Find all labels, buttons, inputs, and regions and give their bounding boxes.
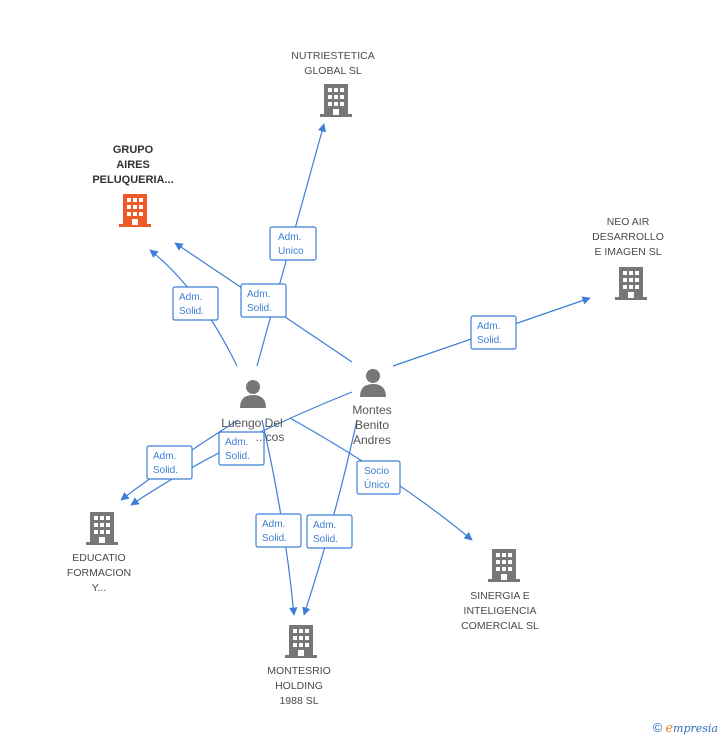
building-icon [615, 267, 647, 300]
company-node-neoair[interactable]: NEO AIR DESARROLLO E IMAGEN SL [592, 216, 664, 300]
svg-text:Unico: Unico [278, 246, 304, 257]
svg-text:HOLDING: HOLDING [275, 680, 323, 692]
svg-text:COMERCIAL SL: COMERCIAL SL [461, 620, 539, 632]
edge-label-sinergia: Socio Único [356, 460, 401, 495]
company-label: EDUCATIO FORMACION Y... [67, 552, 131, 594]
svg-text:Luengo Del: Luengo Del [221, 416, 282, 430]
svg-text:E IMAGEN SL: E IMAGEN SL [594, 246, 661, 258]
company-label: MONTESRIO HOLDING 1988 SL [267, 665, 331, 707]
person-node-montes[interactable]: Montes Benito Andres [352, 369, 392, 447]
brand-logo-e: e [665, 721, 674, 736]
edge-label-montesrio-1: Adm. Solid. [255, 513, 302, 548]
company-label: GRUPO AIRES PELUQUERIA... [92, 144, 173, 186]
svg-text:DESARROLLO: DESARROLLO [592, 231, 664, 243]
svg-text:SINERGIA E: SINERGIA E [470, 590, 530, 602]
copyright-icon: © [652, 720, 663, 735]
person-label: Montes Benito Andres [352, 403, 391, 447]
svg-text:NEO AIR: NEO AIR [607, 216, 650, 228]
svg-text:Adm.: Adm. [153, 451, 176, 462]
svg-text:NUTRIESTETICA: NUTRIESTETICA [291, 50, 374, 62]
edges [120, 123, 591, 616]
svg-text:Montes: Montes [352, 403, 391, 417]
company-node-educatio[interactable]: EDUCATIO FORMACION Y... [67, 512, 131, 594]
building-icon [285, 625, 317, 658]
edge-label-educatio-2: Adm. Solid. [218, 431, 265, 466]
svg-text:INTELIGENCIA: INTELIGENCIA [464, 605, 537, 617]
building-icon [320, 84, 352, 117]
edge-label-grupo-montes: Adm. Solid. [240, 283, 287, 318]
person-icon [360, 369, 386, 397]
svg-text:Benito: Benito [355, 418, 389, 432]
svg-text:Adm.: Adm. [225, 437, 248, 448]
svg-text:Solid.: Solid. [477, 335, 502, 346]
svg-text:Solid.: Solid. [153, 465, 178, 476]
svg-text:...cos: ...cos [256, 430, 285, 444]
svg-text:Adm.: Adm. [313, 520, 336, 531]
svg-text:Adm.: Adm. [262, 519, 285, 530]
svg-text:Adm.: Adm. [247, 289, 270, 300]
building-icon [488, 549, 520, 582]
svg-text:Solid.: Solid. [247, 303, 272, 314]
building-icon [86, 512, 118, 545]
svg-text:EDUCATIO: EDUCATIO [72, 552, 125, 564]
svg-text:PELUQUERIA...: PELUQUERIA... [92, 174, 173, 186]
svg-text:MONTESRIO: MONTESRIO [267, 665, 331, 677]
company-node-nutriestetica[interactable]: NUTRIESTETICA GLOBAL SL [291, 50, 375, 117]
company-node-grupo[interactable]: GRUPO AIRES PELUQUERIA... [92, 144, 174, 227]
svg-text:FORMACION: FORMACION [67, 567, 131, 579]
svg-text:Adm.: Adm. [278, 232, 301, 243]
svg-text:Socio: Socio [364, 466, 389, 477]
edge-label-nutriestetica: Adm. Unico [269, 226, 317, 261]
person-node-luengo[interactable]: Luengo Del ...cos [221, 380, 284, 444]
svg-text:Adm.: Adm. [179, 292, 202, 303]
svg-text:Andres: Andres [353, 433, 391, 447]
company-label: SINERGIA E INTELIGENCIA COMERCIAL SL [461, 590, 539, 632]
person-label: Luengo Del ...cos [221, 416, 284, 444]
building-icon [119, 194, 151, 227]
svg-text:Adm.: Adm. [477, 321, 500, 332]
brand-logo-text: mpresia [673, 722, 718, 735]
edge-label-neoair: Adm. Solid. [470, 315, 517, 350]
svg-text:Único: Único [364, 478, 390, 491]
brand-footer: ©empresia [653, 720, 718, 736]
company-label: NUTRIESTETICA GLOBAL SL [291, 50, 374, 77]
svg-text:Solid.: Solid. [262, 533, 287, 544]
company-node-montesrio[interactable]: MONTESRIO HOLDING 1988 SL [267, 625, 331, 707]
company-node-sinergia[interactable]: SINERGIA E INTELIGENCIA COMERCIAL SL [461, 549, 539, 632]
svg-text:1988 SL: 1988 SL [279, 695, 318, 707]
edge-label-montesrio-2: Adm. Solid. [306, 514, 353, 549]
svg-text:GRUPO: GRUPO [113, 144, 154, 156]
svg-text:Solid.: Solid. [179, 306, 204, 317]
svg-text:Solid.: Solid. [225, 451, 250, 462]
edge-label-grupo-luengo: Adm. Solid. [172, 286, 219, 321]
svg-text:Solid.: Solid. [313, 534, 338, 545]
svg-text:AIRES: AIRES [116, 159, 150, 171]
company-label: NEO AIR DESARROLLO E IMAGEN SL [592, 216, 664, 258]
svg-text:Y...: Y... [92, 582, 106, 594]
person-icon [240, 380, 266, 408]
svg-text:GLOBAL SL: GLOBAL SL [304, 65, 362, 77]
edge-label-educatio-1: Adm. Solid. [146, 445, 193, 480]
